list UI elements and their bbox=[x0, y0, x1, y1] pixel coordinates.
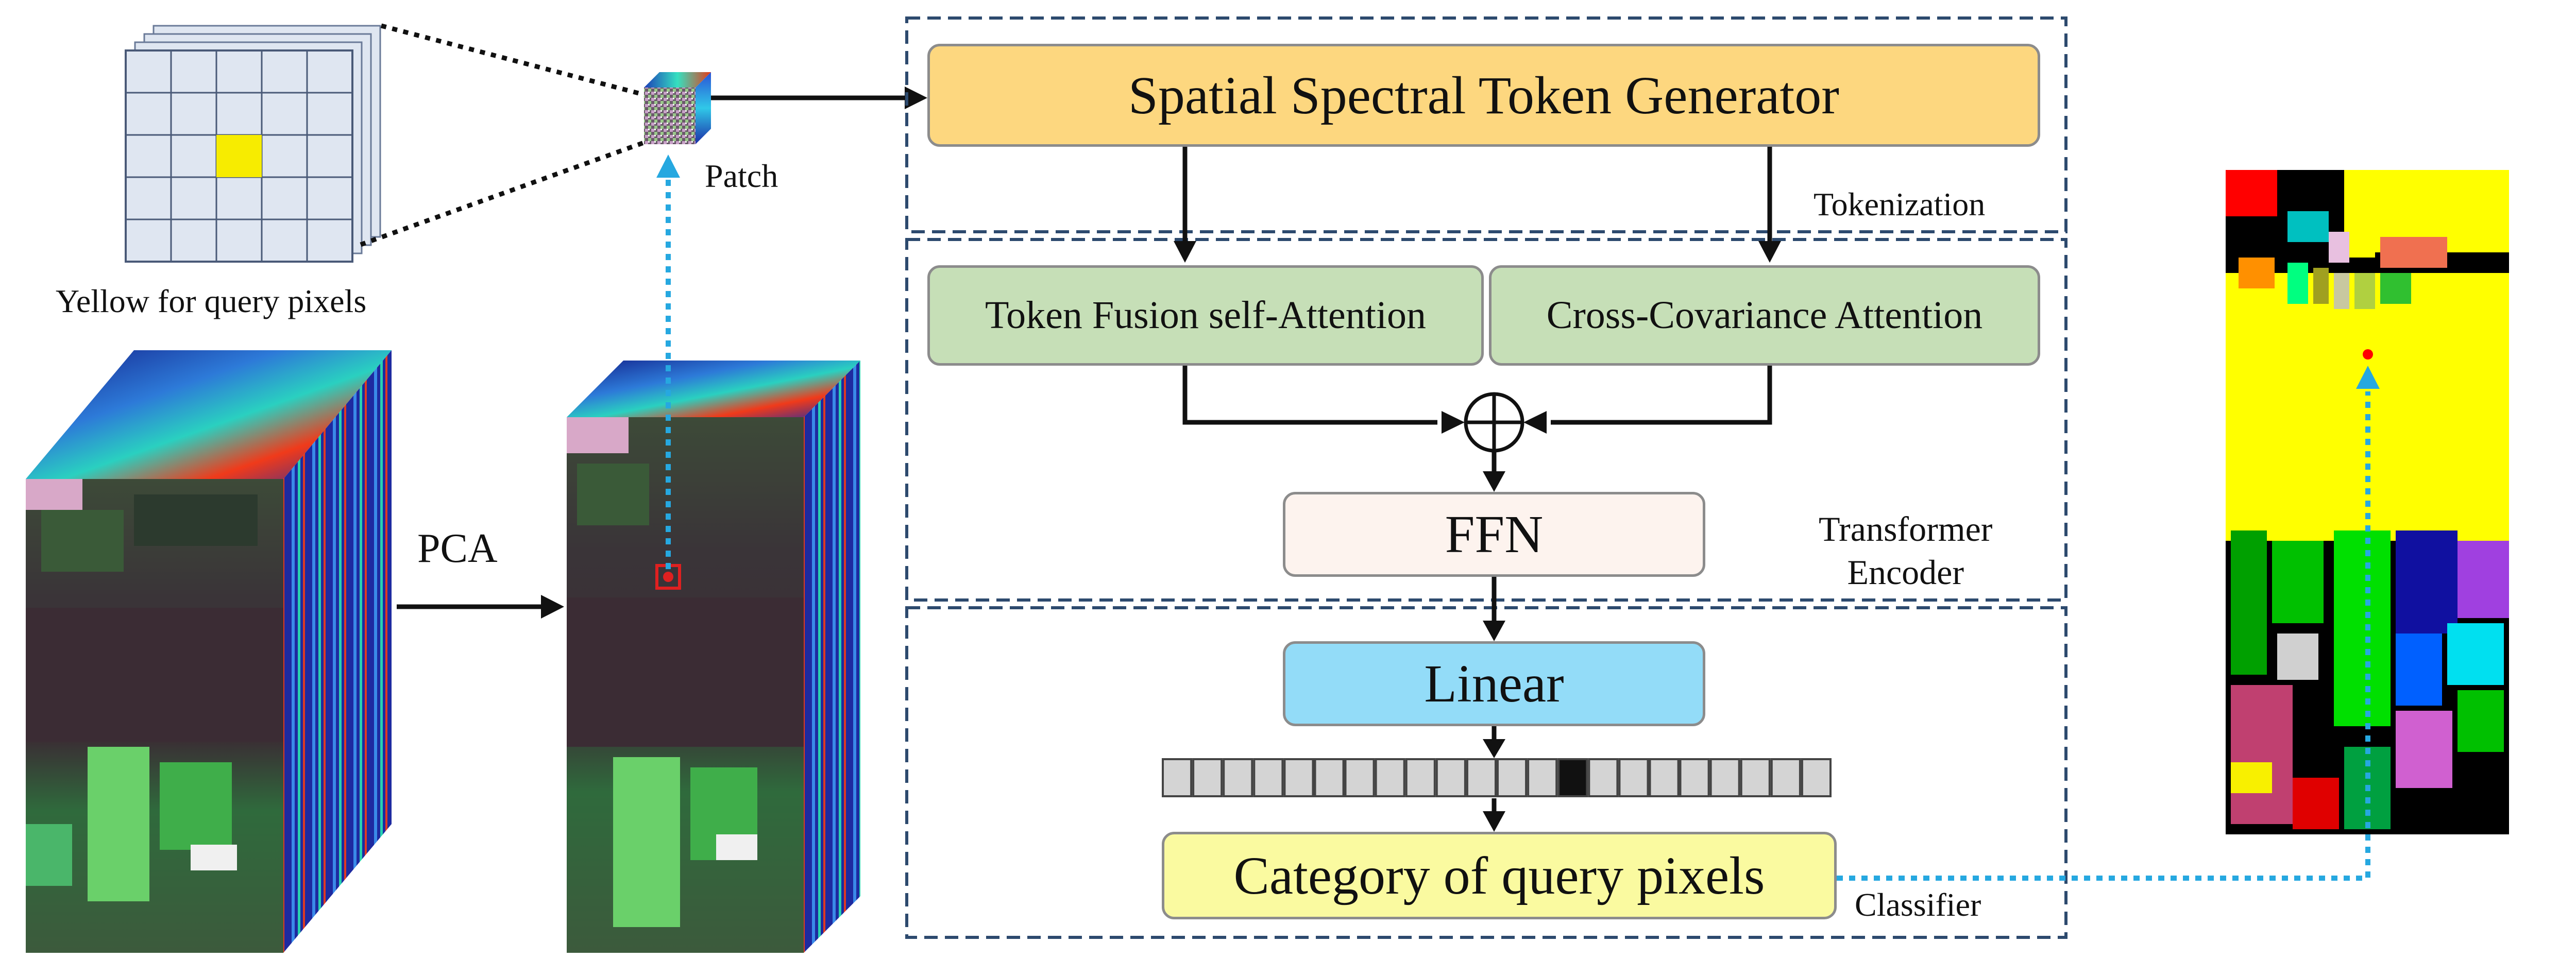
token-cell bbox=[1253, 758, 1284, 797]
yellow-caption: Yellow for query pixels bbox=[56, 283, 367, 319]
ffn-block: FFN bbox=[1283, 492, 1705, 577]
token-fusion-block: Token Fusion self-Attention bbox=[927, 265, 1484, 366]
token-cell bbox=[1709, 758, 1740, 797]
token-vector bbox=[1162, 758, 1832, 797]
tokenization-frame bbox=[905, 16, 2067, 233]
token-cell bbox=[1649, 758, 1680, 797]
patch-label: Patch bbox=[705, 158, 778, 194]
token-cell bbox=[1466, 758, 1497, 797]
transformer-frame bbox=[905, 238, 2067, 602]
token-cell bbox=[1527, 758, 1558, 797]
token-cell bbox=[1497, 758, 1528, 797]
token-cell bbox=[1314, 758, 1345, 797]
grid-front-layer bbox=[125, 49, 353, 263]
hyperspectral-cube bbox=[26, 350, 392, 953]
transformer-label-line1: Transformer bbox=[1819, 509, 1993, 549]
token-cell bbox=[1344, 758, 1375, 797]
linear-block: Linear bbox=[1283, 641, 1705, 726]
classification-map bbox=[2226, 170, 2509, 834]
token-cell bbox=[1162, 758, 1193, 797]
token-cell bbox=[1435, 758, 1466, 797]
token-cell bbox=[1405, 758, 1436, 797]
token-cell bbox=[1223, 758, 1253, 797]
tokenization-label: Tokenization bbox=[1814, 186, 1986, 222]
pca-label: PCA bbox=[417, 526, 498, 571]
category-block: Category of query pixels bbox=[1162, 832, 1837, 919]
classifier-label: Classifier bbox=[1855, 886, 1981, 923]
token-cell bbox=[1618, 758, 1649, 797]
transformer-label-line2: Encoder bbox=[1847, 553, 1964, 592]
pca-cube bbox=[567, 361, 860, 953]
token-cell bbox=[1557, 758, 1588, 797]
sum-operator bbox=[1464, 392, 1524, 453]
token-cell bbox=[1588, 758, 1619, 797]
transformer-encoder-label: Transformer Encoder bbox=[1819, 507, 1992, 594]
token-cell bbox=[1192, 758, 1223, 797]
token-cell bbox=[1375, 758, 1405, 797]
cross-covariance-block: Cross-Covariance Attention bbox=[1489, 265, 2040, 366]
patch-cube bbox=[644, 72, 711, 144]
token-cell bbox=[1679, 758, 1710, 797]
token-cell bbox=[1283, 758, 1314, 797]
token-cell bbox=[1740, 758, 1771, 797]
token-cell bbox=[1801, 758, 1832, 797]
query-pixel-grid bbox=[125, 25, 381, 263]
token-cell bbox=[1770, 758, 1801, 797]
query-pixel bbox=[216, 135, 262, 177]
token-generator-block: Spatial Spectral Token Generator bbox=[927, 44, 2040, 147]
classifier-frame bbox=[905, 606, 2067, 939]
